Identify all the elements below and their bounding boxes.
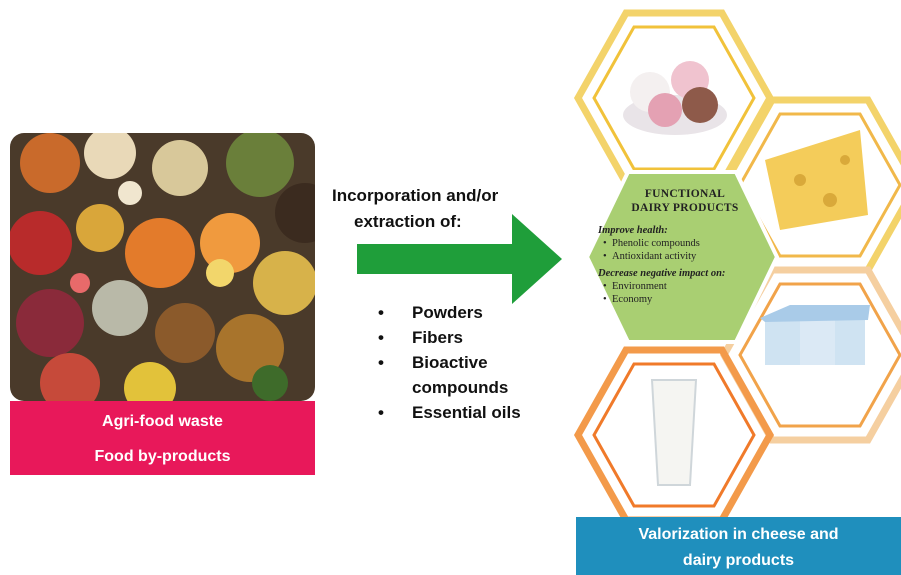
valorization-label: Valorization in cheese and dairy product… [576, 517, 901, 575]
functional-title-line1: FUNCTIONAL [644, 188, 726, 200]
list-item-continuation: compounds [412, 378, 509, 397]
functional-title-line2: DAIRY PRODUCTS [631, 202, 739, 214]
list-item: Environment [603, 280, 772, 293]
list-item: Economy [603, 293, 772, 306]
health-list: Phenolic compounds Antioxidant activity [598, 237, 772, 263]
valorization-line1: Valorization in cheese and [638, 526, 839, 543]
agri-food-waste-text: Agri-food waste [102, 413, 223, 430]
process-arrow [357, 214, 562, 304]
food-waste-photo [10, 133, 315, 401]
food-by-products-text: Food by-products [94, 448, 231, 465]
list-item: Essential oils [378, 400, 521, 425]
impact-list: Environment Economy [598, 280, 772, 306]
list-item: Antioxidant activity [603, 250, 772, 263]
list-item: Powders [378, 300, 521, 325]
incorporation-line2: extraction of: [354, 212, 462, 231]
milk-hex [573, 346, 775, 524]
improve-health-heading: Improve health: [598, 225, 668, 236]
valorization-line2: dairy products [682, 552, 795, 569]
agri-food-waste-label: Agri-food waste Food by-products [10, 401, 315, 475]
ingredient-list: Powders Fibers Bioactive compounds Essen… [378, 300, 521, 425]
list-item: Fibers [378, 325, 521, 350]
incorporation-line1: Incorporation and/or [332, 186, 499, 205]
yogurt-hex [719, 266, 901, 444]
list-item: Bioactive [378, 350, 521, 375]
functional-dairy-text: FUNCTIONAL DAIRY PRODUCTS Improve health… [598, 187, 772, 306]
incorporation-text: Incorporation and/or extraction of: [332, 183, 562, 235]
decrease-impact-heading: Decrease negative impact on: [598, 268, 726, 279]
list-item: Phenolic compounds [603, 237, 772, 250]
